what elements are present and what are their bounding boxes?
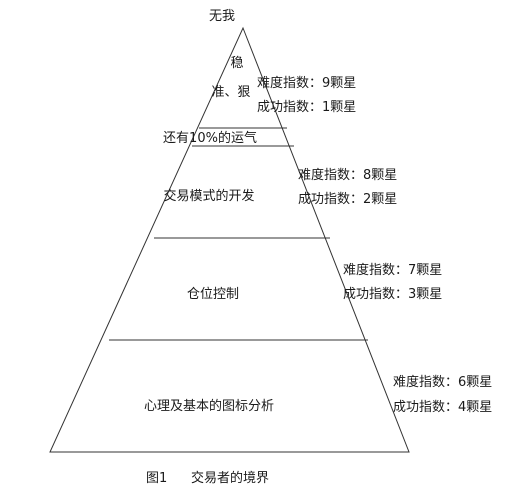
- success-rating-position: 成功指数：3颗星: [343, 287, 442, 302]
- difficulty-rating-position: 难度指数：7颗星: [343, 262, 442, 278]
- top-section-line2: 准、狠: [211, 85, 250, 100]
- success-rating-pattern: 成功指数：2颗星: [298, 192, 397, 207]
- success-rating-top: 成功指数：1颗星: [257, 100, 356, 115]
- success-rating-psychology: 成功指数：4颗星: [393, 400, 492, 415]
- layer-label-position-control: 仓位控制: [187, 287, 239, 302]
- layer-label-pattern-development: 交易模式的开发: [163, 188, 254, 204]
- pyramid-outline: [49, 26, 410, 453]
- apex-label: 无我: [209, 9, 235, 24]
- caption-text: 交易者的境界: [191, 470, 269, 486]
- difficulty-rating-psychology: 难度指数：6颗星: [393, 374, 492, 390]
- layer-label-psychology-chart-analysis: 心理及基本的图标分析: [144, 398, 274, 414]
- difficulty-rating-top: 难度指数：9颗星: [257, 75, 356, 91]
- top-section-line1: 稳: [230, 55, 243, 71]
- luck-band-label: 还有10%的运气: [163, 130, 257, 146]
- caption-number: 图1: [146, 471, 167, 486]
- difficulty-rating-pattern: 难度指数：8颗星: [298, 167, 397, 183]
